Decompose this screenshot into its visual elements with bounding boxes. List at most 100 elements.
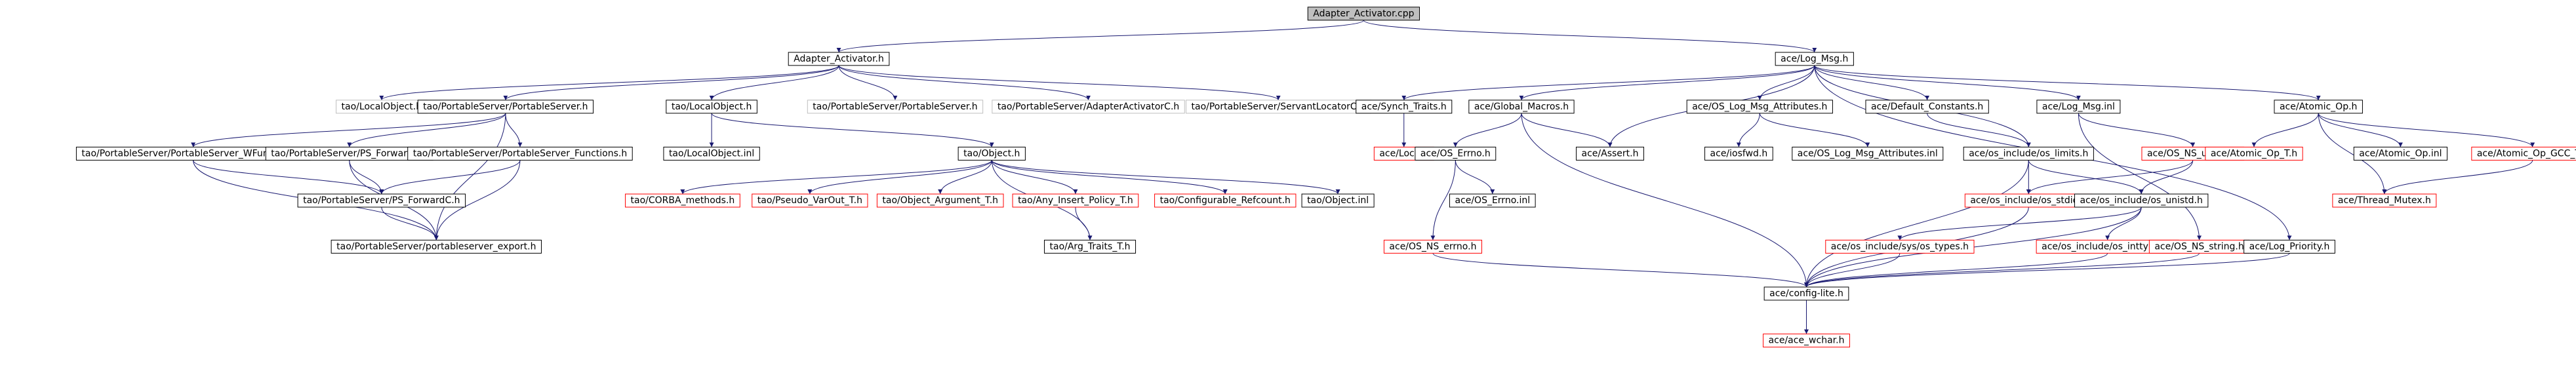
node-tao-object-inl[interactable]: tao/Object.inl bbox=[1301, 193, 1375, 208]
edge-os_unistd-to-os_inttypes bbox=[2105, 207, 2142, 241]
node-ace-os-include-os-limits-h[interactable]: ace/os_include/os_limits.h bbox=[1963, 146, 2094, 161]
node-tao-corba-methods-h[interactable]: tao/CORBA_methods.h bbox=[625, 193, 740, 208]
node-ace-config-lite-h[interactable]: ace/config-lite.h bbox=[1763, 286, 1849, 301]
node-label: ace/os_include/os_inttypes.h bbox=[2042, 241, 2173, 252]
node-ace-iosfwd-h[interactable]: ace/iosfwd.h bbox=[1704, 146, 1773, 161]
node-tao-localobject-h[interactable]: tao/LocalObject.h bbox=[336, 100, 428, 114]
node-label: tao/PortableServer/portableserver_export… bbox=[336, 241, 536, 252]
node-ace-os-log-msg-attributes-inl[interactable]: ace/OS_Log_Msg_Attributes.inl bbox=[1792, 146, 1944, 161]
edge-os_unistd-to-sys_types bbox=[1897, 206, 2142, 241]
edge-os_errno_h-to-os_ns_errno bbox=[1430, 160, 1456, 241]
node-ace-atomic-op-inl[interactable]: ace/Atomic_Op.inl bbox=[2353, 146, 2448, 161]
edge-psfunc_h-to-ps_export_h bbox=[433, 160, 521, 241]
node-ace-atomic-op-h[interactable]: ace/Atomic_Op.h bbox=[2274, 100, 2363, 114]
edge-log_msg-to-synch_traits bbox=[1401, 65, 1815, 101]
edge-wfunc_h-to-psfwdc_h bbox=[193, 160, 384, 195]
node-tao-portableserver-portableserver-wfunctions-h[interactable]: tao/PortableServer/PortableServer_WFunct… bbox=[75, 146, 311, 161]
edge-psfwda_h-to-psfwdc_h bbox=[349, 160, 384, 195]
node-tao-portableserver-ps-forwardc-h[interactable]: tao/PortableServer/PS_ForwardC.h bbox=[297, 193, 466, 208]
edge-os_log_msg_attr-to-os_log_msg_attr_inl bbox=[1759, 113, 1870, 147]
node-ace-atomic-op-t-h[interactable]: ace/Atomic_Op_T.h bbox=[2205, 146, 2303, 161]
node-ace-synch-traits-h[interactable]: ace/Synch_Traits.h bbox=[1356, 100, 1453, 114]
node-ace-os-errno-inl[interactable]: ace/OS_Errno.inl bbox=[1449, 193, 1536, 208]
node-ace-log-priority-h[interactable]: ace/Log_Priority.h bbox=[2244, 239, 2335, 254]
node-label: ace/config-lite.h bbox=[1769, 288, 1843, 299]
node-ace-os-errno-h[interactable]: ace/OS_Errno.h bbox=[1415, 146, 1497, 161]
node-label: ace/Global_Macros.h bbox=[1474, 102, 1569, 112]
node-tao-localobject-inl[interactable]: tao/LocalObject.inl bbox=[663, 146, 760, 161]
node-tao-portableserver-adapteractivatorc-h[interactable]: tao/PortableServer/AdapterActivatorC.h bbox=[992, 100, 1185, 114]
edge-root-to-log_msg bbox=[1363, 20, 1817, 53]
node-tao-object-argument-t-h[interactable]: tao/Object_Argument_T.h bbox=[876, 193, 1004, 208]
edge-aa_h-to-tao_localobject_h_a bbox=[379, 65, 839, 101]
node-label: tao/CORBA_methods.h bbox=[631, 195, 735, 206]
edge-root-to-aa_h bbox=[836, 20, 1364, 53]
node-ace-default-constants-h[interactable]: ace/Default_Constants.h bbox=[1865, 100, 1989, 114]
node-ace-global-macros-h[interactable]: ace/Global_Macros.h bbox=[1468, 100, 1575, 114]
node-label: ace/Thread_Mutex.h bbox=[2338, 195, 2431, 206]
edge-atomic_op_h-to-atomic_op_gcc bbox=[2318, 113, 2535, 147]
edge-log_msg-to-atomic_op_h bbox=[1814, 65, 2321, 101]
node-box bbox=[1301, 193, 1375, 208]
node-ace-thread-mutex-h[interactable]: ace/Thread_Mutex.h bbox=[2332, 193, 2437, 208]
node-tao-portableserver-ps-forwarda-h[interactable]: tao/PortableServer/PS_ForwardA.h bbox=[265, 146, 433, 161]
node-box bbox=[1763, 286, 1849, 301]
node-label: ace/Log_Msg.inl bbox=[2042, 102, 2115, 112]
node-box bbox=[1468, 100, 1575, 114]
node-label: tao/LocalObject.inl bbox=[669, 148, 754, 159]
nodes-layer: Adapter_Activator.cppAdapter_Activator.h… bbox=[75, 7, 2576, 348]
node-tao-pseudo-varout-t-h[interactable]: tao/Pseudo_VarOut_T.h bbox=[752, 193, 868, 208]
node-label: ace/os_include/os_limits.h bbox=[1969, 148, 2088, 159]
node-tao-portableserver-portableserver-h[interactable]: tao/PortableServer/PortableServer.h bbox=[417, 100, 594, 114]
node-label: tao/PortableServer/AdapterActivatorC.h bbox=[997, 102, 1179, 112]
edge-sys_types-to-config_lite bbox=[1804, 253, 1901, 288]
edge-os_ns_errno-to-config_lite bbox=[1432, 252, 1809, 288]
node-tao-portableserver-portableserver-functions-h[interactable]: tao/PortableServer/PortableServer_Functi… bbox=[407, 146, 633, 161]
node-box bbox=[1576, 146, 1644, 161]
node-tao-portableserver-portableserver-export-h[interactable]: tao/PortableServer/portableserver_export… bbox=[331, 239, 542, 254]
node-label: ace/iosfwd.h bbox=[1710, 148, 1768, 159]
node-tao-localobject-h[interactable]: tao/LocalObject.h bbox=[666, 100, 757, 114]
node-ace-assert-h[interactable]: ace/Assert.h bbox=[1576, 146, 1644, 161]
node-label: ace/Log_Priority.h bbox=[2249, 241, 2330, 252]
node-tao-portableserver-servantlocatorc-h[interactable]: tao/PortableServer/ServantLocatorC.h bbox=[1186, 100, 1371, 114]
node-ace-ace-wchar-h[interactable]: ace/ace_wchar.h bbox=[1763, 334, 1850, 348]
node-box bbox=[663, 146, 760, 161]
node-ace-os-ns-errno-h[interactable]: ace/OS_NS_errno.h bbox=[1383, 239, 1482, 254]
node-label: tao/PortableServer/PortableServer.h bbox=[813, 102, 977, 112]
node-box bbox=[1044, 239, 1137, 254]
node-ace-os-log-msg-attributes-h[interactable]: ace/OS_Log_Msg_Attributes.h bbox=[1686, 100, 1833, 114]
node-ace-os-include-os-inttypes-h[interactable]: ace/os_include/os_inttypes.h bbox=[2036, 239, 2179, 254]
node-tao-any-insert-policy-t-h[interactable]: tao/Any_Insert_Policy_T.h bbox=[1012, 193, 1139, 208]
node-label: ace/OS_Log_Msg_Attributes.h bbox=[1692, 102, 1827, 112]
node-ace-log-msg-inl[interactable]: ace/Log_Msg.inl bbox=[2036, 100, 2121, 114]
node-ace-atomic-op-gcc-t-h[interactable]: ace/Atomic_Op_GCC_T.h bbox=[2471, 146, 2576, 161]
node-label: ace/Default_Constants.h bbox=[1871, 102, 1983, 112]
edge-aa_h-to-ps_h_g bbox=[838, 65, 898, 100]
node-box bbox=[2205, 146, 2303, 161]
node-tao-portableserver-portableserver-h[interactable]: tao/PortableServer/PortableServer.h bbox=[807, 100, 984, 114]
node-box bbox=[2353, 146, 2448, 161]
node-label: tao/LocalObject.h bbox=[672, 102, 752, 112]
node-ace-os-include-sys-os-types-h[interactable]: ace/os_include/sys/os_types.h bbox=[1825, 239, 1975, 254]
node-box bbox=[666, 100, 757, 114]
node-ace-log-msg-h[interactable]: ace/Log_Msg.h bbox=[1775, 52, 1854, 66]
node-ace-os-ns-string-h[interactable]: ace/OS_NS_string.h bbox=[2148, 239, 2250, 254]
node-ace-os-include-os-unistd-h[interactable]: ace/os_include/os_unistd.h bbox=[2074, 193, 2209, 208]
node-label: tao/Arg_Traits_T.h bbox=[1050, 241, 1131, 252]
node-tao-arg-traits-t-h[interactable]: tao/Arg_Traits_T.h bbox=[1044, 239, 1137, 254]
node-box bbox=[407, 146, 633, 161]
node-ace-os-include-os-stdio-h[interactable]: ace/os_include/os_stdio.h bbox=[1964, 193, 2093, 208]
node-box bbox=[957, 146, 1026, 161]
node-label: tao/PortableServer/PS_ForwardC.h bbox=[303, 195, 460, 206]
node-label: Adapter_Activator.h bbox=[794, 54, 884, 64]
edge-aa_h-to-tao_localobject_h bbox=[709, 65, 839, 100]
node-label: ace/OS_Errno.h bbox=[1420, 148, 1491, 159]
node-adapter-activator-h[interactable]: Adapter_Activator.h bbox=[788, 52, 890, 66]
node-tao-configurable-refcount-h[interactable]: tao/Configurable_Refcount.h bbox=[1154, 193, 1297, 208]
node-adapter-activator-cpp[interactable]: Adapter_Activator.cpp bbox=[1307, 7, 1420, 21]
node-box bbox=[752, 193, 868, 208]
node-box bbox=[1686, 100, 1833, 114]
node-tao-object-h[interactable]: tao/Object.h bbox=[957, 146, 1026, 161]
